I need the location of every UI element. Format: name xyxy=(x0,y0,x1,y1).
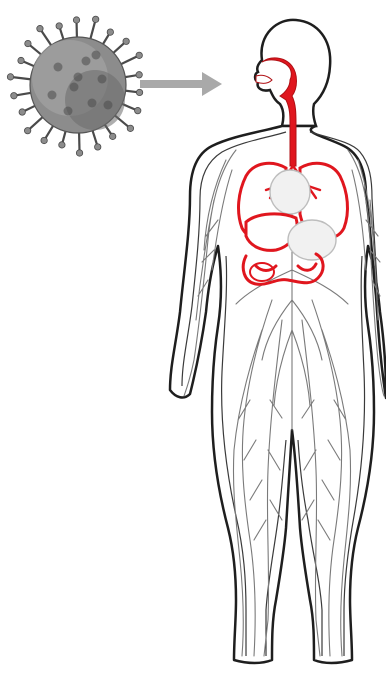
virus-spike-tip xyxy=(136,89,142,95)
virus-surface-bump xyxy=(88,99,97,108)
virus-spike-tip xyxy=(24,127,30,133)
virus-surface-bump xyxy=(64,107,73,116)
virus-spike-tip xyxy=(92,16,98,22)
virus-spike-tip xyxy=(7,74,13,80)
virus-surface-bump xyxy=(104,101,113,110)
human-body xyxy=(170,20,386,663)
arrow-head xyxy=(202,72,222,96)
virus-spike-tip xyxy=(107,29,113,35)
virus-spike-tip xyxy=(56,23,62,29)
virus-spike-tip xyxy=(110,133,116,139)
virus-surface-bump xyxy=(48,91,57,100)
entry-arrow xyxy=(140,72,222,96)
virus-spike-tip xyxy=(123,38,129,44)
arrow-shaft xyxy=(140,80,204,88)
virus-spike-tip xyxy=(25,40,31,46)
virus-spike-tip xyxy=(136,52,142,58)
virus-spike-tip xyxy=(73,17,79,23)
virus-surface-bump xyxy=(82,57,91,66)
virus-spike-tip xyxy=(19,109,25,115)
virus-spike-tip xyxy=(18,57,24,63)
virus-spike-tip xyxy=(136,72,142,78)
virus-spike-tip xyxy=(59,142,65,148)
virus-surface-bump xyxy=(70,83,79,92)
heart xyxy=(270,170,310,214)
virus-spike-tip xyxy=(135,107,141,113)
virus-surface-bump xyxy=(92,51,101,60)
virus-surface-bump xyxy=(54,63,63,72)
stomach xyxy=(288,220,336,260)
virus-spike-tip xyxy=(95,144,101,150)
virus-spike-tip xyxy=(127,125,133,131)
virus-surface-bump xyxy=(98,75,107,84)
virus-spike-tip xyxy=(76,150,82,156)
virus-spike-tip xyxy=(11,93,17,99)
virus-particle xyxy=(7,16,142,156)
virus-spike-tip xyxy=(41,137,47,143)
virus-surface-bump xyxy=(74,73,83,82)
virus-spike-tip xyxy=(37,25,43,31)
